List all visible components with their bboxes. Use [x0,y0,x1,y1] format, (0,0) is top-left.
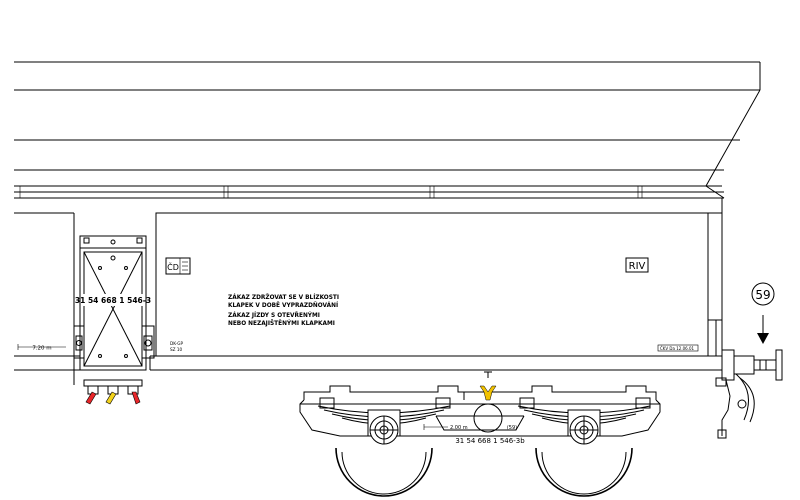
revision-mark-block: ČKV Da 12.06.01 [657,344,699,352]
wagon-number-panel: 31 54 668 1 546-3 [75,296,151,305]
main-body-panel [149,198,723,371]
roof-structure [14,61,761,199]
frame-mark: (59) [507,425,517,431]
roof-ribs [19,186,643,198]
callout-59: 59 [751,282,775,344]
bolster-center [473,403,503,433]
dimension-left: 7.20 m [17,344,66,352]
warning-line-4: NEBO NEZAJIŠTĚNÝMI KLAPKAMI [228,319,335,327]
warning-line-1: ZÁKAZ ZDRŽOVAT SE V BLÍZKOSTI [228,293,339,301]
dimension-left-label: 7.20 m [32,346,51,352]
owner-mark: ČD [167,261,179,272]
small-mark-2: SZ 10 [170,347,183,352]
axle-box-right [569,415,599,445]
revision-mark: ČKV Da 12.06.01 [660,346,694,351]
wagon-number-frame: 31 54 668 1 546-3b [455,437,525,445]
callout-number: 59 [755,288,770,302]
warning-line-2: KLAPEK V DOBĚ VYPRAZDŇOVÁNÍ [228,301,338,309]
lever-yellow-icon [105,391,117,405]
lever-red-left-icon [85,391,97,405]
riv-mark-block: RIV [625,257,649,273]
discharge-door: 31 54 668 1 546-3 [73,235,155,371]
small-mark-1: DK-GP [170,341,183,346]
owner-mark-block: ČD [165,257,191,275]
wheel-left [335,447,433,497]
wheel-right [535,447,633,497]
dimension-bogie-label: 2.00 m [450,425,468,431]
lever-red-right-icon [131,391,141,405]
buffer-assembly [715,349,783,439]
warning-text-block: ZÁKAZ ZDRŽOVAT SE V BLÍZKOSTI KLAPEK V D… [228,293,339,327]
axle-box-left [369,415,399,445]
warning-line-3: ZÁKAZ JÍZDY S OTEVŘENÝMI [228,311,320,319]
left-body-panel [14,212,80,385]
lift-hook-icon [479,385,497,401]
dimension-bogie: 2.00 m [423,424,468,431]
bogie: 2.00 m (59) 31 54 668 1 546-3b [299,371,661,497]
riv-mark: RIV [629,261,646,272]
arrow-down-icon [757,333,769,344]
discharge-levers [83,379,143,405]
